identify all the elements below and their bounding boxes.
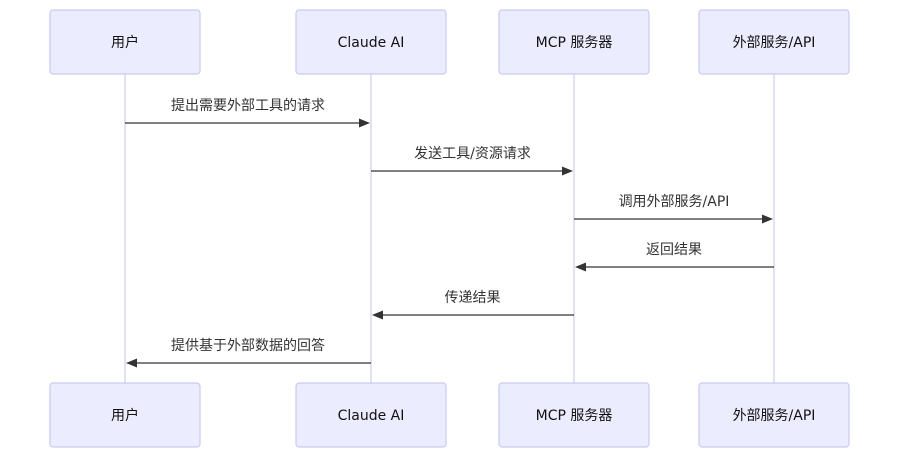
actors-bottom: 用户 Claude AI MCP 服务器 外部服务/API bbox=[49, 382, 850, 448]
actor-box bbox=[698, 9, 850, 75]
arrowhead-icon bbox=[575, 262, 586, 272]
actor-external-bottom: 外部服务/API bbox=[698, 382, 850, 448]
arrowhead-icon bbox=[762, 214, 773, 224]
message-label: 发送工具/资源请求 bbox=[414, 146, 531, 162]
actor-box bbox=[698, 382, 850, 448]
actor-user-bottom: 用户 bbox=[49, 382, 201, 448]
lifelines bbox=[124, 74, 775, 383]
actor-mcp-top: MCP 服务器 bbox=[498, 9, 650, 75]
message-3: 调用外部服务/API bbox=[574, 194, 773, 224]
actor-label: 外部服务/API bbox=[733, 35, 816, 51]
actor-box bbox=[49, 382, 201, 448]
actor-claude-bottom: Claude AI bbox=[295, 382, 447, 448]
message-4: 返回结果 bbox=[575, 242, 774, 272]
actor-external-top: 外部服务/API bbox=[698, 9, 850, 75]
arrowhead-icon bbox=[372, 310, 383, 320]
message-label: 返回结果 bbox=[646, 242, 702, 258]
actor-box bbox=[498, 9, 650, 75]
message-5: 传递结果 bbox=[372, 290, 574, 320]
actor-box bbox=[49, 9, 201, 75]
arrowhead-icon bbox=[562, 166, 573, 176]
message-1: 提出需要外部工具的请求 bbox=[125, 98, 370, 128]
actors-top: 用户 Claude AI MCP 服务器 外部服务/API bbox=[49, 9, 850, 75]
message-2: 发送工具/资源请求 bbox=[371, 146, 573, 176]
arrowhead-icon bbox=[126, 358, 137, 368]
message-label: 传递结果 bbox=[445, 290, 501, 306]
actor-label: MCP 服务器 bbox=[536, 408, 613, 424]
actor-box bbox=[295, 9, 447, 75]
actor-label: Claude AI bbox=[338, 408, 405, 424]
actor-claude-top: Claude AI bbox=[295, 9, 447, 75]
actor-user-top: 用户 bbox=[49, 9, 201, 75]
message-label: 提供基于外部数据的回答 bbox=[171, 337, 325, 354]
actor-box bbox=[498, 382, 650, 448]
arrowhead-icon bbox=[359, 118, 370, 128]
actor-label: Claude AI bbox=[338, 35, 405, 51]
actor-label: MCP 服务器 bbox=[536, 35, 613, 51]
message-label: 提出需要外部工具的请求 bbox=[171, 98, 325, 114]
actor-box bbox=[295, 382, 447, 448]
actor-mcp-bottom: MCP 服务器 bbox=[498, 382, 650, 448]
message-label: 调用外部服务/API bbox=[619, 194, 730, 210]
actor-label: 用户 bbox=[111, 407, 139, 424]
actor-label: 用户 bbox=[111, 34, 139, 51]
actor-label: 外部服务/API bbox=[733, 408, 816, 424]
message-6: 提供基于外部数据的回答 bbox=[126, 337, 371, 368]
